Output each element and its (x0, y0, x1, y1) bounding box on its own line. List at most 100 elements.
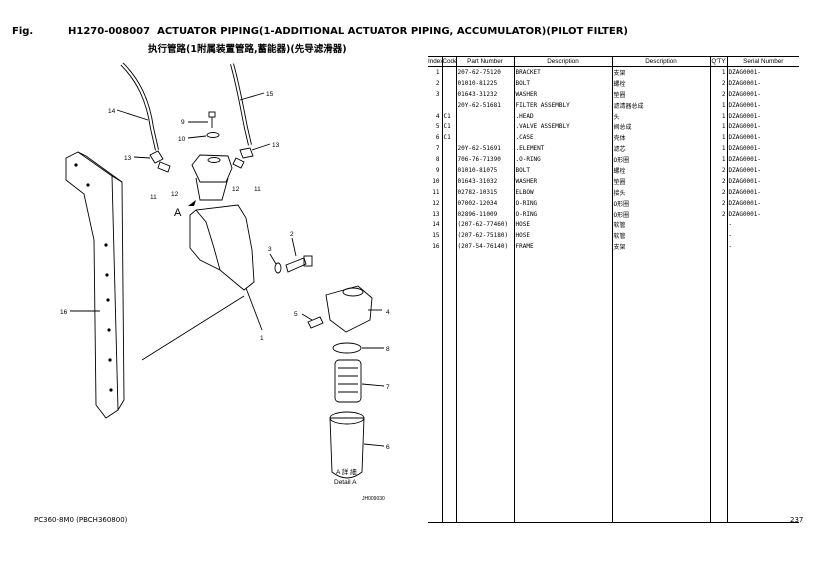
callout-13-left: 13 (124, 155, 132, 162)
callout-12-right: 12 (232, 186, 240, 193)
callout-13-right: 13 (272, 142, 280, 149)
col-part-number: Part Number (455, 56, 514, 67)
cell-code (441, 208, 456, 220)
cell-code: C1 (441, 121, 456, 133)
cell-part-number: (207-54-76140) (455, 241, 514, 253)
cell-description-en: BOLT (513, 77, 612, 89)
cell-serial-number: DZAG0001- (726, 175, 799, 187)
cell-part-number: 207-62-75120 (455, 66, 514, 78)
detail-label-en: Detail A (334, 479, 357, 486)
cell-index: 15 (432, 232, 440, 240)
cell-description-cn: O形圈 (611, 197, 710, 209)
cell-description-cn: O形圈 (611, 208, 710, 220)
cell-serial-number: DZAG0001- (726, 197, 799, 209)
col-serial-number: Serial Number (726, 56, 799, 67)
cell-index: 1 (435, 68, 440, 76)
callout-15: 15 (266, 91, 274, 98)
cell-description-en: ELBOW (513, 186, 612, 198)
cell-description-en: BRACKET (513, 66, 612, 78)
cell-serial-number: DZAG0001- (726, 66, 799, 78)
cell-part-number: 20Y-62-51691 (455, 143, 514, 155)
cell-qty: 1 (709, 110, 727, 122)
cell-code: C1 (441, 110, 456, 122)
cell-code (441, 175, 456, 187)
cell-description-cn: 滤清器总成 (611, 99, 710, 111)
cell-serial-number: - (726, 241, 799, 253)
fig-label: Fig. (12, 26, 34, 37)
col-description-cn: Description (611, 56, 710, 67)
cell-code: C1 (441, 132, 456, 144)
cell-description-cn: 垫圈 (611, 88, 710, 100)
cell-code (441, 88, 456, 100)
empty-cell (441, 252, 456, 524)
cell-part-number: 07002-12034 (455, 197, 514, 209)
cell-description-cn: 壳体 (611, 132, 710, 144)
cell-description-en: .O-RING (513, 154, 612, 166)
cell-part-number (455, 132, 514, 144)
cell-part-number: (207-62-77460) (455, 219, 514, 231)
cell-code (441, 77, 456, 89)
cell-qty: 1 (709, 143, 727, 155)
cell-code (441, 230, 456, 242)
page-title: ACTUATOR PIPING(1-ADDITIONAL ACTUATOR PI… (157, 26, 628, 37)
callout-4: 4 (386, 309, 390, 316)
page-number: 237 (790, 516, 804, 524)
cell-part-number (455, 110, 514, 122)
cell-description-en: WASHER (513, 175, 612, 187)
callout-12-left: 12 (171, 191, 179, 198)
callout-1: 1 (260, 335, 264, 342)
callout-16: 16 (60, 309, 68, 316)
empty-cell (455, 252, 514, 524)
cell-description-en: .ELEMENT (513, 143, 612, 155)
cell-serial-number: - (726, 219, 799, 231)
parts-table: Index Code Part Number Description Descr… (428, 56, 799, 524)
callout-11-left: 11 (150, 194, 157, 201)
cell-description-en: HOSE (513, 219, 612, 231)
callout-11-right: 11 (254, 186, 261, 193)
cell-index: 13 (432, 210, 440, 218)
cell-serial-number: DZAG0001- (726, 165, 799, 176)
empty-cell (513, 252, 612, 524)
callout-14: 14 (108, 108, 116, 115)
cell-description-cn: 支架 (611, 66, 710, 78)
cell-index: 8 (435, 156, 440, 164)
footer-model: PC360-8M0 (PBCH360800) (34, 516, 128, 524)
empty-cell (611, 252, 710, 524)
cell-qty: 1 (709, 99, 727, 111)
view-mark-a: A (174, 207, 182, 219)
cell-qty: 2 (709, 197, 727, 209)
cell-index: 9 (435, 166, 440, 174)
cell-description-cn: O形圈 (611, 154, 710, 166)
cell-description-en: FILTER ASSEMBLY (513, 99, 612, 111)
cell-description-en: O-RING (513, 197, 612, 209)
cell-index: 11 (432, 188, 440, 196)
callout-6: 6 (386, 444, 390, 451)
cell-serial-number: DZAG0001- (726, 143, 799, 155)
col-description-en: Description (513, 56, 612, 67)
cell-description-cn: 头 (611, 110, 710, 122)
cell-index: 16 (432, 243, 440, 251)
col-index: Index (428, 56, 442, 67)
cell-part-number: 01010-81075 (455, 165, 514, 176)
cell-code (441, 241, 456, 253)
cell-serial-number: DZAG0001- (726, 154, 799, 166)
cell-part-number: 20Y-62-51681 (455, 99, 514, 111)
cell-qty: 2 (709, 88, 727, 100)
callout-8: 8 (386, 346, 390, 353)
cell-index: 7 (435, 145, 440, 153)
